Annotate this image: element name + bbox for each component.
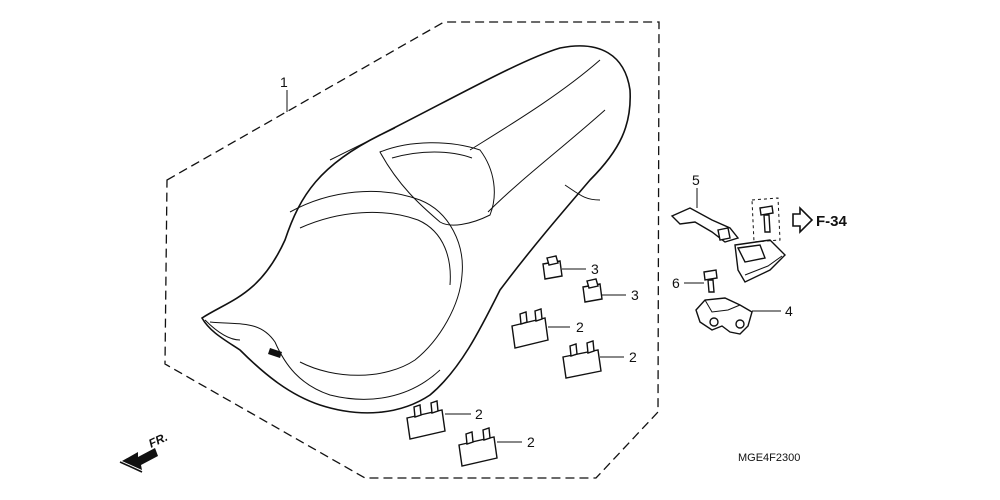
rubber-block-b xyxy=(562,340,602,379)
rubber-block-d xyxy=(458,427,498,467)
callout-1: 1 xyxy=(280,74,288,90)
rubber-block-c xyxy=(406,400,446,440)
callout-5: 5 xyxy=(692,172,700,188)
callout-6: 6 xyxy=(672,275,680,291)
reference-label: F-34 xyxy=(816,213,848,230)
cushion-b xyxy=(582,278,603,303)
reference-arrow xyxy=(792,206,814,234)
seat-drawing xyxy=(200,45,631,414)
part-code: MGE4F2300 xyxy=(738,452,800,464)
assembly-boundary xyxy=(164,21,660,479)
bolt-drawing xyxy=(703,269,718,293)
callout-4: 4 xyxy=(785,303,793,319)
cushion-a xyxy=(542,255,563,280)
front-direction-arrow-icon xyxy=(119,448,158,473)
lock-drawing xyxy=(695,297,753,335)
front-direction-label: FR. xyxy=(146,430,169,451)
callout-2c: 2 xyxy=(475,406,483,422)
callout-2d: 2 xyxy=(527,434,535,450)
callout-2b: 2 xyxy=(629,349,637,365)
bracket-drawing xyxy=(670,207,786,283)
callout-3b: 3 xyxy=(631,287,639,303)
callout-3a: 3 xyxy=(591,261,599,277)
screw-drawing xyxy=(751,197,781,243)
callout-2a: 2 xyxy=(576,319,584,335)
rubber-block-a xyxy=(511,308,549,349)
